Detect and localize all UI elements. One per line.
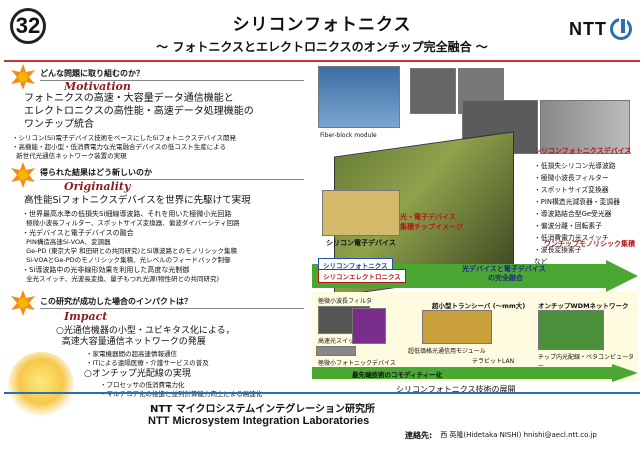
- originality-heading: Originality: [64, 180, 131, 193]
- motivation-lead: フォトニクスの高速・大容量データ通信機能と エレクトロニクスの高性能・高速データ…: [24, 93, 254, 130]
- question-3: この研究が成功した場合のインパクトは？: [40, 296, 304, 309]
- transceiver-label: 超小型トランシーバ (～mm大): [432, 302, 526, 310]
- left-column: どんな問題に取り組むのか？ Motivation フォトニクスの高速・大容量デー…: [4, 64, 312, 398]
- question-1: どんな問題に取り組むのか？: [40, 68, 304, 81]
- electronic-device-image: [322, 190, 400, 236]
- micro-photonic-image: [316, 346, 356, 356]
- motivation-bullet-1: ・シリコン(Si)電子デバイス技術をベースにしたSiフォトニクスデバイス開発: [12, 134, 237, 142]
- org-name-jp: NTT マイクロシステムインテグレーション研究所: [150, 404, 376, 415]
- device-item: ・低消費電力光スイッチ: [534, 234, 609, 242]
- number-text: 32: [15, 13, 41, 38]
- wdm-image: [538, 310, 604, 350]
- tag-electronics: シリコンエレクトロニクス: [318, 269, 406, 283]
- chip-pc-label: チップ内光配線・ペタコンピューター: [538, 354, 635, 370]
- fiber-block-caption: Fiber-block module: [320, 132, 377, 139]
- impact-item: ・ITによる遠隔医療・介護サービスの普及: [86, 359, 209, 367]
- figure-panel: Fiber-block module シリコンフォトニクスデバイス シリコン電子…: [312, 64, 638, 394]
- band-text-2: の完全融合: [488, 274, 523, 282]
- lan-label: テラビットLAN: [472, 358, 515, 365]
- opto-chip-label: 光・電子デバイス 集積チップイメージ: [400, 213, 463, 231]
- page-subtitle: ～ フォトニクスとエレクトロニクスのオンチップ完全融合 ～: [156, 40, 488, 54]
- sun-icon: [11, 64, 35, 90]
- fusion-arrow: [312, 260, 638, 292]
- contact-value: 西 英隆(Hidetaka NISHI) hnishi@aecl.ntt.co.…: [440, 431, 597, 439]
- header-divider: [4, 60, 640, 62]
- band-text-1: 光デバイスと電子デバイス: [462, 265, 546, 273]
- originality-bullet: Ge-PD (東京大学 和田研との共同研究)とSi導波路とのモノリシック集積: [22, 247, 237, 255]
- impact-item: ・プロセッサの低消費電力化: [100, 381, 185, 389]
- page-title: シリコンフォトニクス: [232, 15, 412, 35]
- hispeed-switch-label: 高速光スイッチ: [318, 338, 361, 345]
- originality-bullet: PIN構造高速Si-VOA、変調器: [22, 238, 111, 246]
- wavelength-filter-label: 極微小波長フィルタ: [318, 298, 372, 305]
- ntt-logo: NTT: [569, 17, 632, 40]
- originality-bullet: ・世界最高水準の低損失Si細線導波路、それを用いた極微小光回路: [22, 210, 232, 218]
- device-item: ・偏波分離・回転素子: [534, 222, 602, 230]
- originality-bullet: 全光スイッチ、光波長変換、量子もつれ光源(物性研との共同研究): [22, 275, 219, 283]
- figure-caption: シリコンフォトニクス技術の展開: [396, 385, 516, 394]
- commodity-arrow: [312, 364, 638, 382]
- transceiver-image: [422, 310, 492, 344]
- number-badge: 32: [10, 8, 46, 44]
- fiber-block-photo: [318, 66, 400, 128]
- ntt-mark-icon: [610, 17, 632, 40]
- impact-item: 高速大容量通信ネットワークの発展: [56, 337, 206, 347]
- module-label: 超低価格光通信用モジュール: [408, 348, 486, 355]
- contact-label: 連絡先:: [405, 431, 433, 440]
- si-photonic-devices-label: シリコンフォトニクスデバイス: [534, 147, 632, 155]
- device-item: ・低損失シリコン光導波路: [534, 162, 616, 170]
- switch-image: [352, 308, 386, 344]
- originality-bullet: Si-VOAとGe-PDのモノリシック集積、光レベルのフィードバック制御: [22, 256, 231, 264]
- impact-item: ○光通信機器の小型・ユビキタス化による，: [56, 326, 235, 336]
- mascot-logo: [8, 352, 74, 418]
- sun-icon: [11, 162, 35, 188]
- monolithic-label: ワンチップモノリシック集積: [544, 240, 635, 248]
- impact-item: ○オンチップ光配線の実現: [84, 369, 191, 379]
- impact-heading: Impact: [64, 310, 108, 323]
- commodity-label: 最先端技術のコモディティー化: [352, 371, 443, 379]
- originality-bullet: ・Si導波路中の光非線形効果を利用した高度な光制御: [22, 266, 190, 274]
- onchip-wdm-label: オンチップWDMネットワーク: [538, 302, 629, 310]
- device-item: ・極微小波長フィルター: [534, 174, 609, 182]
- originality-bullet: 極微小波長フィルター、スポットサイズ変換器、偏波ダイバーシティ回路: [22, 219, 240, 227]
- sun-icon: [11, 290, 35, 316]
- device-item: など: [534, 258, 548, 266]
- motivation-heading: Motivation: [64, 80, 131, 93]
- org-name-en: NTT Microsystem Integration Laboratories: [148, 415, 370, 427]
- originality-bullet: ・光デバイスと電子デバイスの融合: [22, 229, 134, 237]
- device-item: ・導波路結合型Ge受光器: [534, 210, 612, 218]
- sem-image-1: [410, 68, 456, 114]
- impact-item: ・家電機器間の超高速情報通信: [86, 350, 177, 358]
- si-device-label: シリコン電子デバイス: [326, 239, 396, 247]
- footer-divider: [4, 392, 640, 394]
- logo-text: NTT: [569, 18, 607, 39]
- impact-item: ・マルチコア化の推進と並列計算能力向上による高速化: [100, 390, 263, 398]
- device-item: ・波長変換素子: [534, 246, 582, 254]
- originality-lead: 高性能Siフォトニクスデバイスを世界に先駆けて実現: [24, 195, 251, 206]
- micro-photonic-label: 極微小フォトニックデバイス: [318, 360, 396, 367]
- motivation-bullet-2: ・高機能・超小型・低消費電力な光電融合デバイスの低コスト生産による 新世代光通信…: [12, 143, 227, 160]
- device-item: ・PIN構造光減衰器・変調器: [534, 198, 620, 206]
- device-item: ・スポットサイズ変換器: [534, 186, 609, 194]
- question-2: 得られた結果はどう新しいのか: [40, 167, 304, 180]
- device-list: ・低損失シリコン光導波路 ・極微小波長フィルター ・スポットサイズ変換器 ・PI…: [534, 160, 620, 268]
- contact-info: 連絡先: 西 英隆(Hidetaka NISHI) hnishi@aecl.nt…: [405, 430, 597, 441]
- waveguide-image: [540, 100, 630, 154]
